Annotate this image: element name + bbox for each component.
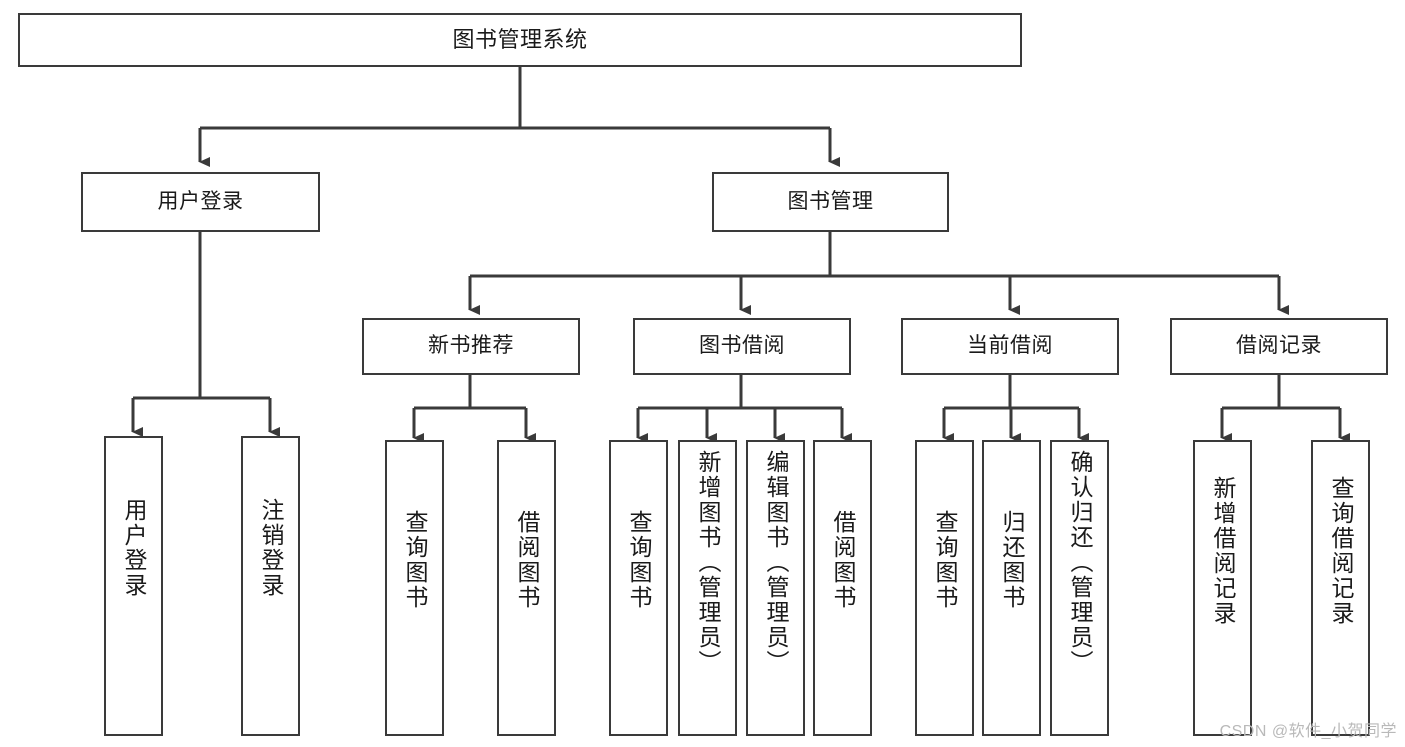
leaf-book-borrow-edit-book-admin[interactable]: 编辑图书（管理员） [746,440,805,736]
node-label: 借阅图书 [514,510,540,610]
node-label: 用户登录 [157,189,244,213]
leaf-current-borrow-confirm-return-admin[interactable]: 确认归还（管理员） [1050,440,1109,736]
node-label: 新书推荐 [428,334,514,358]
node-label: 图书管理 [787,189,874,213]
node-label: 确认归还（管理员） [1067,450,1093,675]
node-label: 归还图书 [999,510,1025,610]
node-label: 图书管理系统 [452,27,588,53]
node-borrow-record[interactable]: 借阅记录 [1170,318,1388,375]
node-label: 注销登录 [258,498,284,598]
leaf-user-login-login[interactable]: 用户登录 [104,436,163,736]
node-book-borrow[interactable]: 图书借阅 [633,318,851,375]
leaf-current-borrow-return-book[interactable]: 归还图书 [982,440,1041,736]
node-label: 用户登录 [121,498,147,598]
node-label: 借阅图书 [830,510,856,610]
node-label: 图书借阅 [699,334,785,358]
node-label: 新增借阅记录 [1210,476,1236,626]
leaf-new-book-borrow-book[interactable]: 借阅图书 [497,440,556,736]
node-label: 查询图书 [626,510,652,610]
leaf-new-book-query-book[interactable]: 查询图书 [385,440,444,736]
leaf-user-login-logout[interactable]: 注销登录 [241,436,300,736]
node-label: 当前借阅 [967,334,1053,358]
node-book-management[interactable]: 图书管理 [712,172,949,232]
leaf-current-borrow-query-book[interactable]: 查询图书 [915,440,974,736]
node-label: 查询图书 [402,510,428,610]
node-user-login[interactable]: 用户登录 [81,172,320,232]
leaf-borrow-record-add-record[interactable]: 新增借阅记录 [1193,440,1252,736]
node-new-book-recommend[interactable]: 新书推荐 [362,318,580,375]
node-label: 借阅记录 [1236,334,1322,358]
node-label: 编辑图书（管理员） [763,450,789,675]
node-root-book-management-system[interactable]: 图书管理系统 [18,13,1022,67]
node-label: 查询图书 [932,510,958,610]
leaf-borrow-record-query-record[interactable]: 查询借阅记录 [1311,440,1370,736]
leaf-book-borrow-query-book[interactable]: 查询图书 [609,440,668,736]
leaf-book-borrow-add-book-admin[interactable]: 新增图书（管理员） [678,440,737,736]
node-label: 新增图书（管理员） [695,450,721,675]
leaf-book-borrow-borrow-book[interactable]: 借阅图书 [813,440,872,736]
csdn-watermark: CSDN @软件_小贺同学 [1219,723,1397,740]
node-label: 查询借阅记录 [1328,476,1354,626]
node-current-borrow[interactable]: 当前借阅 [901,318,1119,375]
